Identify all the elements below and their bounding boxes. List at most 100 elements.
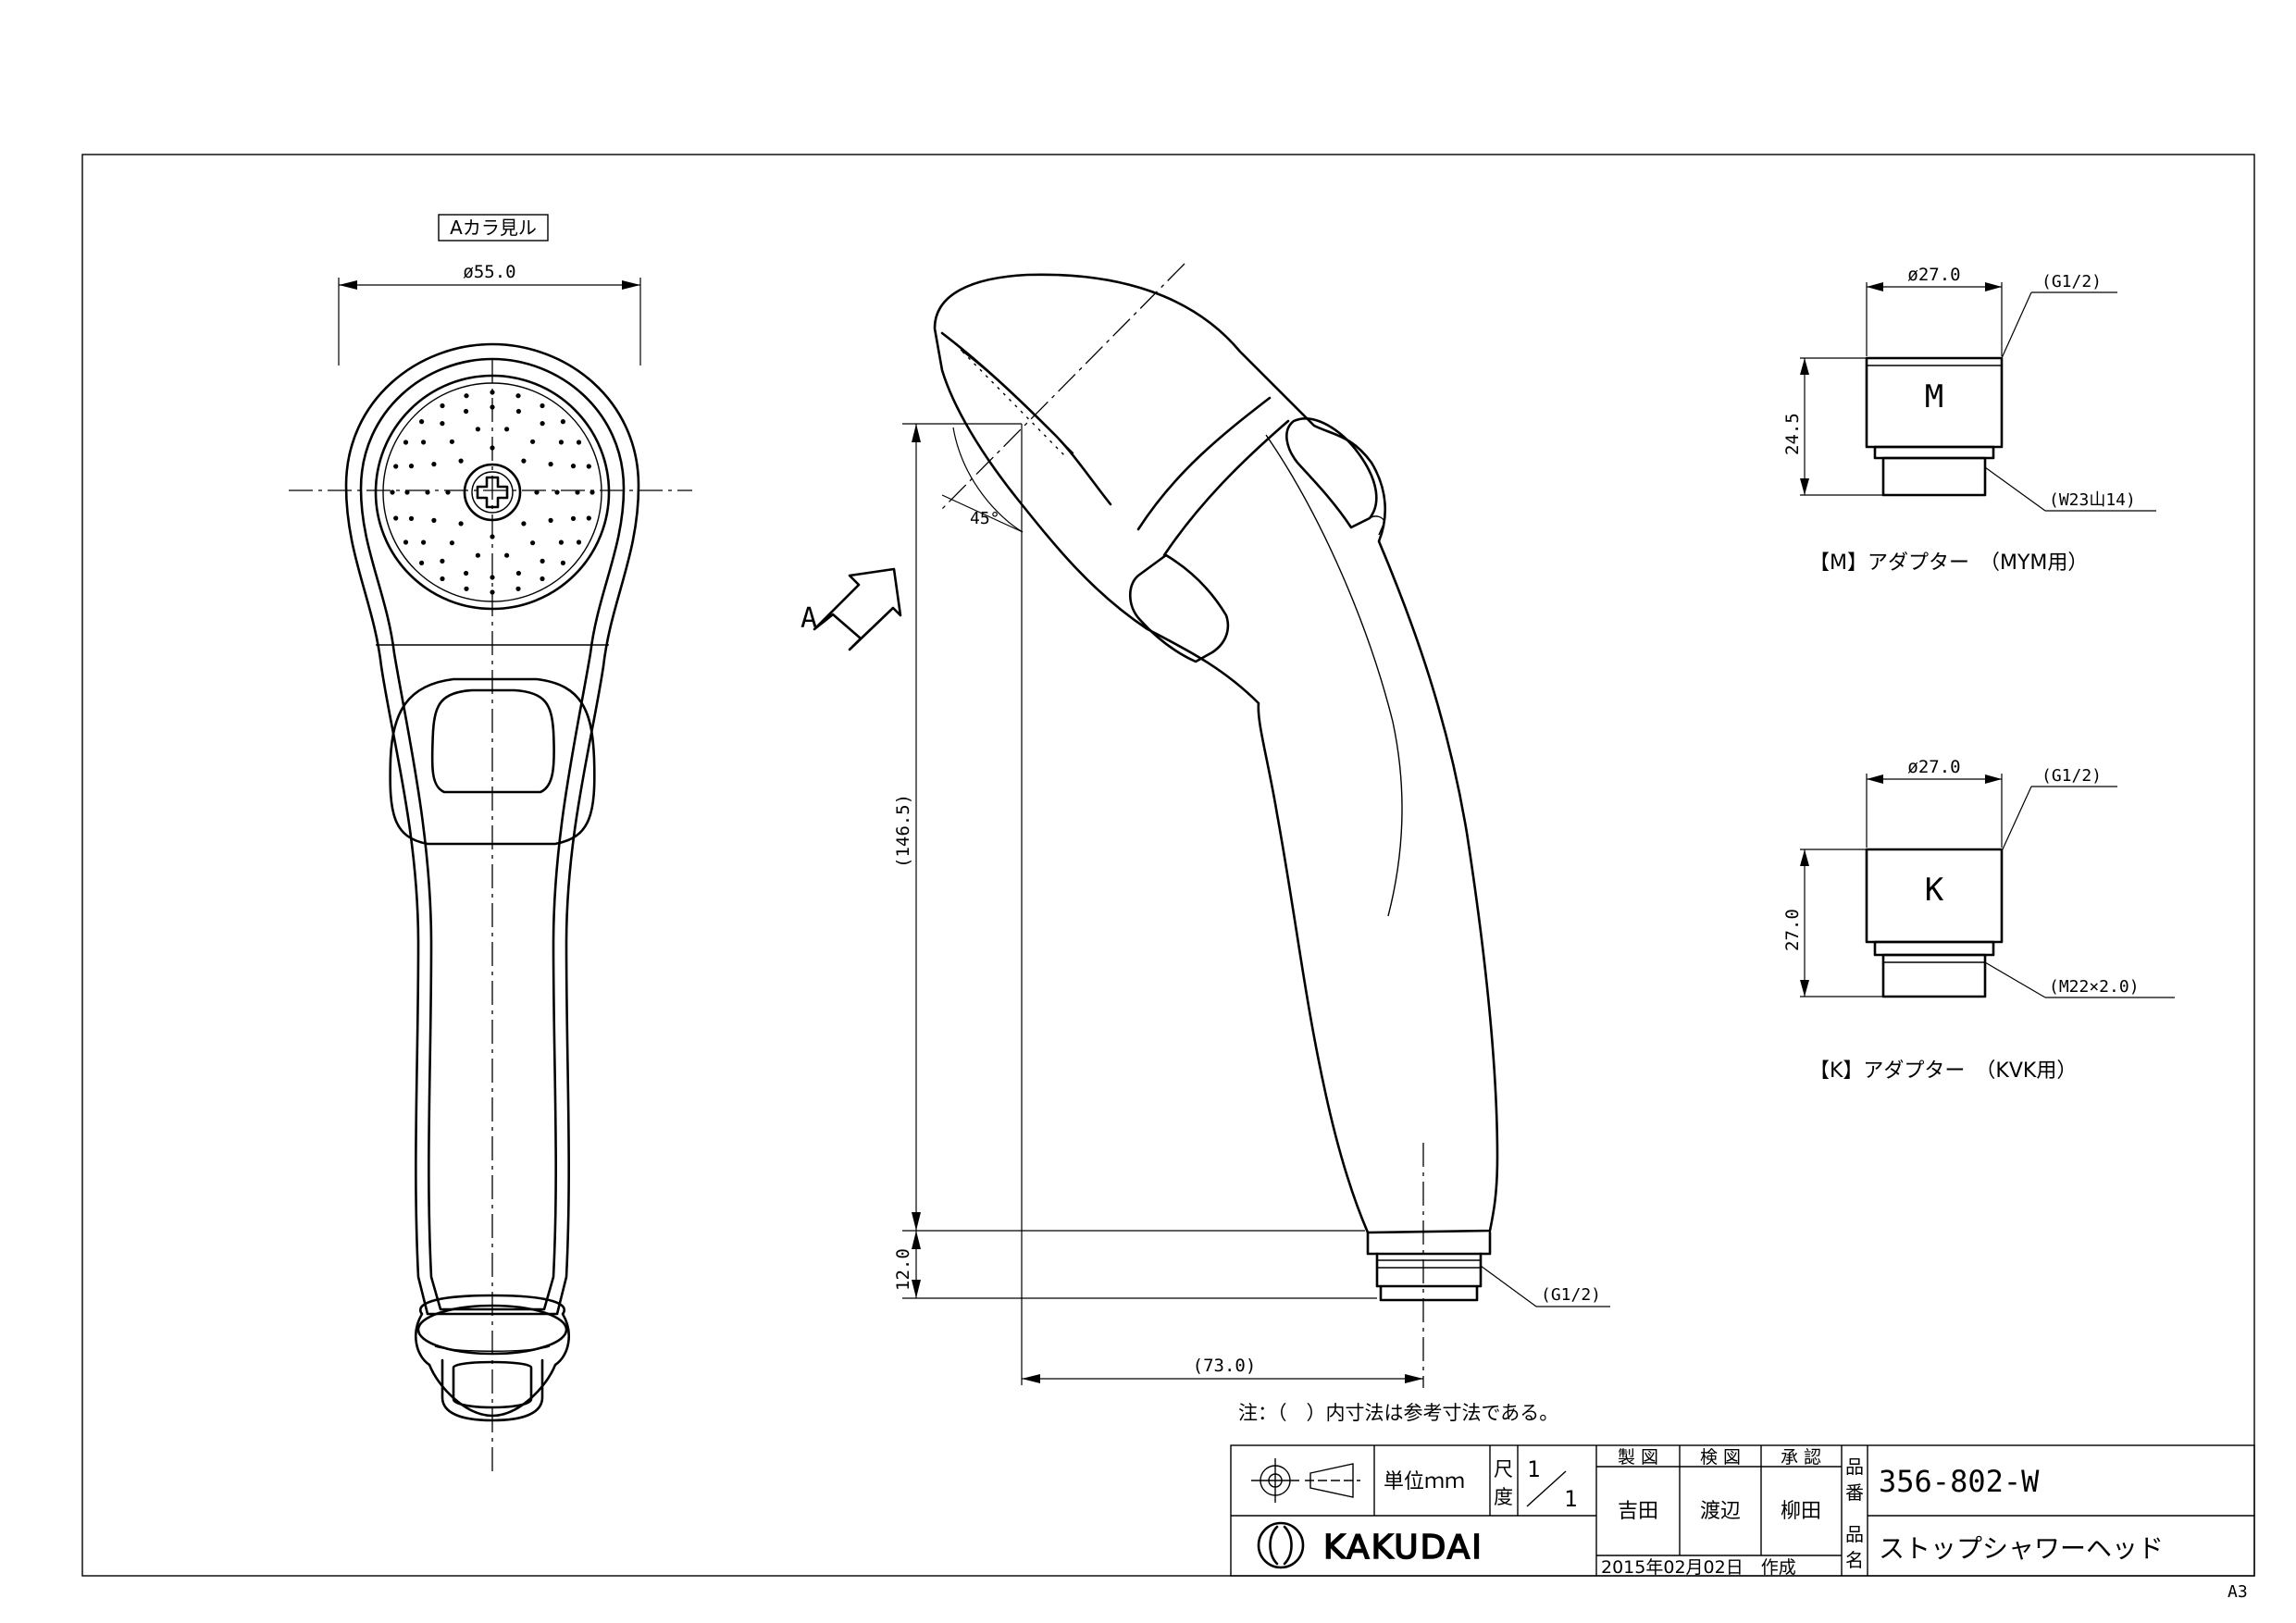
spray-hole — [458, 458, 464, 464]
spray-hole — [393, 515, 399, 521]
spray-hole — [440, 421, 445, 427]
spray-hole — [530, 540, 536, 546]
spray-hole — [540, 421, 545, 427]
scale-label-1: 尺 — [1494, 1458, 1513, 1481]
part-name-label-1: 品 — [1845, 1523, 1864, 1545]
spray-hole — [570, 464, 577, 469]
kakudai-logo: KAKUDAI — [1257, 1521, 1483, 1569]
spray-hole — [464, 408, 469, 415]
part-no-label-1: 品 — [1845, 1456, 1864, 1478]
spray-hole — [403, 539, 409, 545]
spray-hole — [570, 515, 577, 522]
adapter-m-thread-top: (G1/2) — [2042, 272, 2102, 291]
logo-text: KAKUDAI — [1323, 1529, 1483, 1567]
spray-hole — [554, 489, 560, 495]
spray-hole — [548, 462, 553, 467]
spray-hole — [515, 408, 522, 415]
spray-hole — [408, 515, 415, 522]
adapter-k-letter: K — [1925, 872, 1944, 909]
spray-hole — [521, 458, 527, 464]
spray-hole — [586, 515, 591, 521]
spray-hole — [558, 440, 565, 445]
projection-symbol-icon — [1251, 1458, 1360, 1503]
spray-hole — [440, 403, 445, 409]
spray-hole — [419, 419, 425, 425]
scale-label-2: 度 — [1494, 1486, 1513, 1508]
spray-hole — [534, 489, 540, 495]
spray-hole — [419, 560, 425, 566]
spray-hole — [590, 489, 595, 495]
spray-hole — [393, 464, 399, 469]
spray-hole — [440, 576, 445, 582]
adapter-k-height: 27.0 — [1782, 909, 1803, 951]
spray-hole — [576, 539, 582, 545]
spray-hole — [421, 440, 427, 445]
spray-hole — [464, 570, 469, 576]
checked-by-name: 渡辺 — [1700, 1500, 1741, 1523]
spray-hole — [540, 576, 545, 582]
spray-hole — [475, 552, 481, 558]
side-view: A 45° (146.5) 12.0 (73.0) (G1/2) — [800, 263, 1610, 1388]
spray-hole — [431, 517, 437, 524]
spray-hole — [404, 489, 410, 495]
scale-denominator: 1 — [1564, 1486, 1577, 1512]
adapter-m-height: 24.5 — [1782, 413, 1803, 455]
adapter-m-letter: M — [1925, 378, 1943, 415]
reference-dim-note: 注：（ ）内寸法は参考寸法である。 — [1238, 1402, 1558, 1424]
checked-by-label: 検 図 — [1700, 1447, 1741, 1468]
front-view-caption: Aカラ見ル — [450, 217, 537, 239]
part-name: ストップシャワーヘッド — [1879, 1533, 2164, 1564]
spray-hole — [449, 540, 454, 546]
part-name-label-2: 名 — [1845, 1549, 1864, 1571]
spray-hole — [586, 464, 591, 469]
spray-hole — [515, 586, 521, 591]
part-no-label-2: 番 — [1845, 1481, 1864, 1504]
spray-hole — [515, 570, 522, 576]
adapter-k-view: K ø27.0 27.0 (G1/2) (M22×2.0) 【K】アダプター （… — [1782, 757, 2175, 1083]
spray-hole — [390, 489, 395, 495]
spray-hole — [403, 440, 409, 445]
adapter-k-diameter: ø27.0 — [1907, 757, 1960, 777]
adapter-k-caption: 【K】アダプター （KVK用） — [1809, 1059, 2077, 1083]
spray-hole — [440, 558, 445, 564]
spray-hole — [576, 440, 582, 445]
approved-by-name: 柳田 — [1781, 1500, 1821, 1523]
adapter-k-thread-top: (G1/2) — [2042, 766, 2102, 786]
spray-hole — [521, 521, 527, 527]
drawing-date: 2015年02月02日 作成 — [1601, 1557, 1796, 1578]
adapter-m-thread-bottom: (W23山14) — [2049, 490, 2136, 510]
spray-hole — [548, 517, 553, 524]
spray-hole — [464, 393, 469, 399]
spray-hole — [464, 586, 469, 591]
total-height-dim: (146.5) — [893, 794, 913, 868]
title-block: 単位ｍｍ 尺 度 1 1 製 図 検 図 承 認 吉田 渡辺 柳田 品 番 35… — [1230, 1444, 2255, 1578]
spray-hole — [560, 560, 566, 566]
front-width-dim: ø55.0 — [463, 262, 515, 282]
side-thread-label: (G1/2) — [1541, 1285, 1601, 1305]
spray-hole — [445, 489, 451, 495]
spray-hole — [575, 489, 580, 495]
side-width-dim: (73.0) — [1193, 1356, 1257, 1376]
spray-hole — [425, 489, 430, 495]
thread-height-dim: 12.0 — [893, 1248, 913, 1291]
spray-hole — [540, 403, 545, 409]
adapter-m-view: M ø27.0 24.5 (G1/2) (W23山14) 【M】アダプター （M… — [1782, 265, 2156, 575]
spray-hole — [504, 427, 510, 432]
spray-hole — [558, 539, 565, 545]
spray-hole — [530, 439, 536, 444]
spray-hole — [515, 393, 521, 399]
spray-hole — [408, 464, 415, 469]
adapter-m-caption: 【M】アダプター （MYM用） — [1809, 551, 2088, 575]
spray-hole — [458, 521, 464, 527]
spray-hole — [431, 462, 437, 467]
spray-hole — [475, 427, 481, 432]
adapter-k-thread-bottom: (M22×2.0) — [2049, 977, 2140, 997]
unit-label: 単位ｍｍ — [1384, 1470, 1465, 1493]
spray-hole — [504, 552, 510, 558]
angle-dim: 45° — [970, 509, 1000, 528]
made-by-label: 製 図 — [1618, 1447, 1658, 1468]
spray-hole — [421, 539, 427, 545]
spray-hole — [540, 558, 545, 564]
spray-hole — [449, 439, 454, 444]
